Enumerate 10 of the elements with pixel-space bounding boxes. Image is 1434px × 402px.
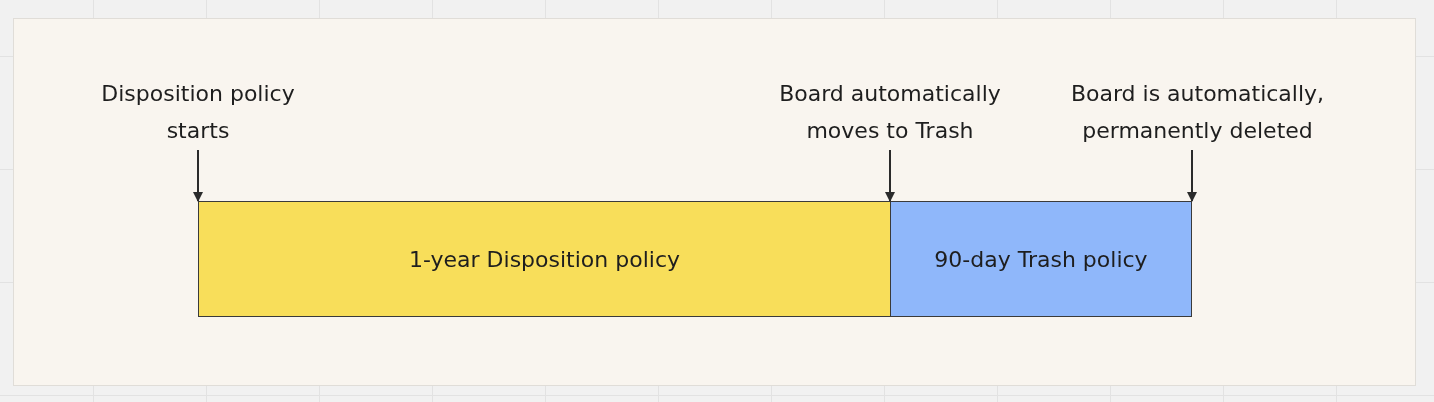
milestone-label: Board automatically moves to Trash [778, 80, 1002, 145]
timeline-segment [198, 201, 891, 317]
arrow [885, 149, 895, 202]
segment-label: 1-year Disposition policy [408, 245, 680, 274]
arrow [193, 149, 203, 202]
arrow [1187, 149, 1197, 202]
milestone-label: Disposition policy starts [100, 80, 296, 145]
milestone-label: Board is automatically, permanently deleted [1069, 80, 1326, 145]
timeline-segment [890, 201, 1192, 317]
segment-label: 90-day Trash policy [934, 245, 1148, 274]
